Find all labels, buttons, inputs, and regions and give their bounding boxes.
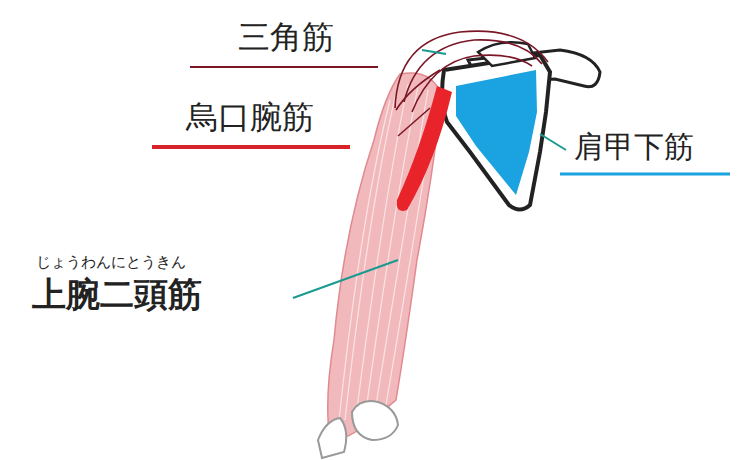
scapula	[442, 55, 550, 210]
deltoid-outline	[395, 31, 548, 112]
muscle-label: 肩甲下筋	[574, 130, 694, 163]
label-underline	[560, 173, 730, 176]
leader-line	[398, 108, 430, 136]
muscle-label: 上腕二頭筋	[32, 276, 202, 313]
muscle-fibers	[338, 84, 436, 430]
label-underline	[152, 145, 350, 149]
subscapularis-muscle	[456, 70, 537, 195]
furigana: じょうわんにとうきん	[36, 254, 186, 271]
muscle-label: 烏口腕筋	[186, 100, 314, 135]
forearm-bone	[318, 418, 346, 458]
label-underline	[190, 66, 378, 68]
leader-line	[293, 260, 398, 298]
muscle-label: 三角筋	[238, 20, 334, 55]
leader-line	[540, 134, 566, 150]
coracobrachialis-muscle	[397, 86, 452, 211]
leader-line	[422, 50, 446, 54]
elbow-bone	[352, 401, 398, 440]
